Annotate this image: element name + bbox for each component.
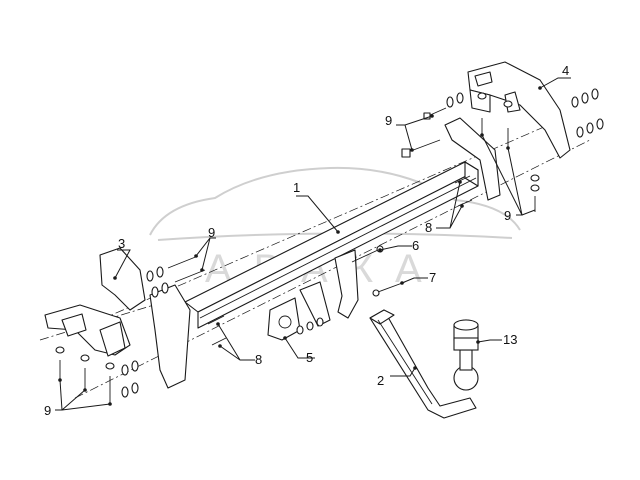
- part-5-socket-plate: [267, 297, 301, 341]
- label-part-9-right: 9: [504, 208, 511, 223]
- mounting-axis-left: [74, 139, 591, 399]
- part-6-bolt: [351, 249, 379, 263]
- fasteners: [55, 88, 604, 404]
- label-part-5: 5: [306, 350, 313, 365]
- part-3-left-bracket: [44, 247, 191, 389]
- label-part-9-upper-left: 9: [208, 225, 215, 240]
- left-washers: [55, 266, 324, 398]
- label-part-1: 1: [293, 180, 300, 195]
- part-13-tow-ball: [453, 319, 479, 391]
- label-part-4: 4: [562, 63, 569, 78]
- label-part-7: 7: [429, 270, 436, 285]
- label-part-9-upper-right: 9: [385, 113, 392, 128]
- part-9-bolt-left-upper: [167, 255, 199, 269]
- label-part-8-left: 8: [255, 352, 262, 367]
- part-1-crossbeam: [184, 161, 479, 329]
- part-9-bolt-left-lower: [174, 269, 206, 283]
- watermark-car-outline: [149, 166, 521, 236]
- mounting-axis-right: [99, 119, 561, 321]
- part-2-ball-arm: [369, 309, 477, 419]
- label-part-3: 3: [118, 236, 125, 251]
- right-washers: [446, 88, 604, 192]
- part-8-bolt-left: [207, 315, 225, 325]
- part-4-right-bracket: [444, 61, 571, 201]
- leaders: [55, 77, 571, 411]
- label-part-13: 13: [503, 332, 517, 347]
- label-part-2: 2: [377, 373, 384, 388]
- part-labels: 1 2 3 4 5 6 7 8 8 9 9 9 9 13: [44, 63, 569, 418]
- label-part-6: 6: [412, 238, 419, 253]
- beam-hanger: [299, 249, 359, 327]
- label-part-8-right: 8: [425, 220, 432, 235]
- part-8-bolt-right: [454, 175, 471, 184]
- label-part-9-lower-left: 9: [44, 403, 51, 418]
